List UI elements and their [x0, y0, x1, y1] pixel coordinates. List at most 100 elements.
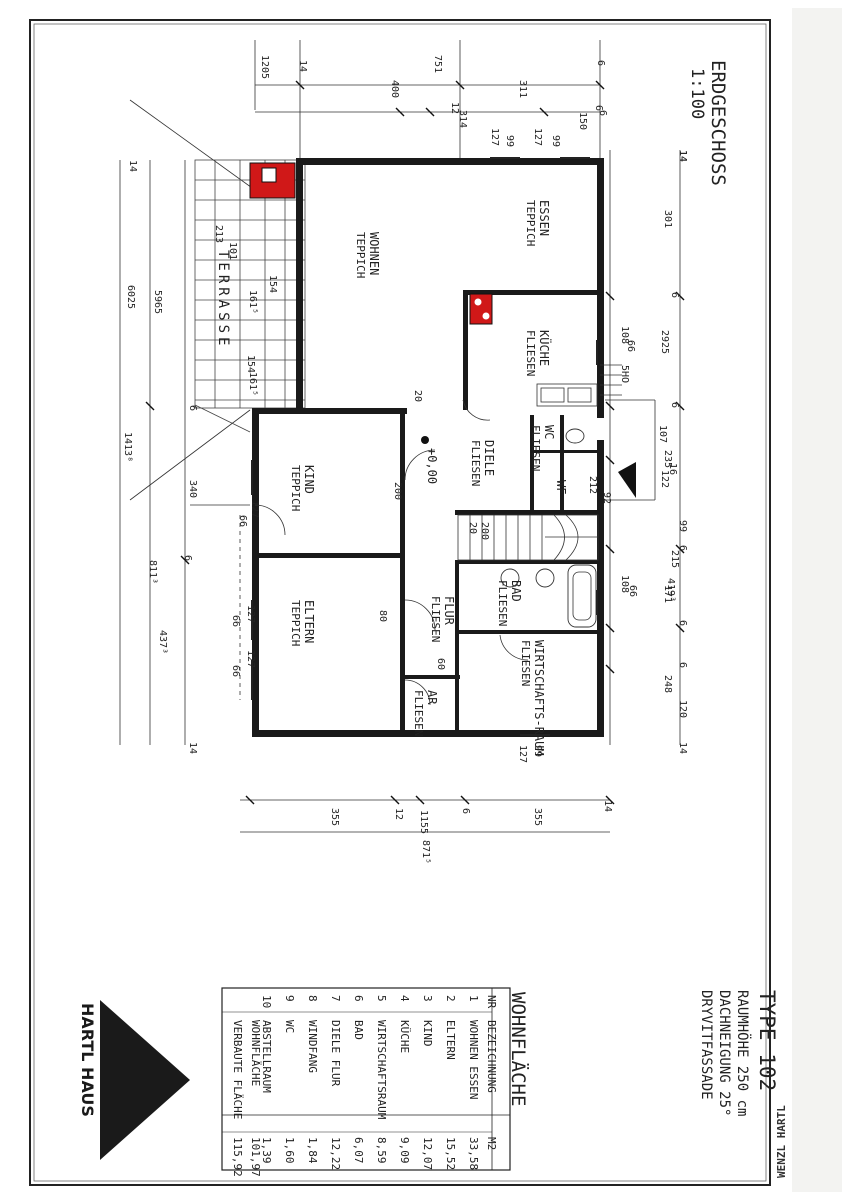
room-labels: ESSENTEPPICHWOHNENTEPPICHKÜCHEFLIESENDIE… [289, 200, 568, 756]
dimension-ticks [145, 80, 685, 805]
room-name-5: ELTERN [302, 600, 316, 643]
stove [469, 293, 493, 325]
dim-bottom-7: 127 [517, 745, 528, 763]
room-floor-9: FLIESEN [412, 690, 425, 736]
dim-left-4: 5965 [152, 290, 163, 314]
inner-frame [33, 23, 767, 1182]
legend-row-area: 1,60 [283, 1137, 296, 1164]
dim-top-13: 14 [677, 150, 688, 162]
legend-total-value: 101,97 [249, 1137, 262, 1177]
legend-row-name: WIRTSCHAFTSRAUM [375, 1020, 388, 1120]
dim-right-3: 2925 [659, 330, 670, 354]
dim-right-20: 14 [677, 742, 688, 754]
dim-right-21: 108 [619, 575, 630, 593]
dim-top-7: 6 [593, 105, 604, 111]
dim-bottom-4: 355 [532, 808, 543, 826]
legend-row-nr: 10 [260, 995, 273, 1008]
bathtub [567, 564, 597, 628]
legend-row-area: 6,07 [352, 1137, 365, 1164]
room-name-10: WC [542, 425, 556, 439]
room-floor-6: FLIESEN [429, 596, 442, 642]
legend-row-name: ELTERN [444, 1020, 457, 1060]
legend-type: TYPE 102 [755, 990, 779, 1091]
legend-built-label: VERBAUTE FLÄCHE [231, 1020, 244, 1119]
dim-left-8: 161⁵ [247, 372, 258, 396]
dim-right-15: 6 [677, 620, 688, 626]
dim-bottom-9: 212 [587, 476, 598, 494]
legend-row-name: DIELE FLUR [329, 1020, 342, 1087]
legend-total-label: WOHNFLÄCHE [249, 1020, 262, 1086]
dim-left-6: 161⁵ [247, 290, 258, 314]
legend-col-name: BEZEICHNUNG [485, 1020, 498, 1093]
dim-top-1: 1205 [259, 55, 270, 79]
dim-right-11: 99 [677, 520, 688, 532]
room-name-6: FLUR [442, 596, 456, 626]
dim-right-1: 301 [662, 210, 673, 228]
legend-row-area: 1,39 [260, 1137, 273, 1164]
bath-sink-2 [535, 568, 555, 588]
room-floor-10: FLIESEN [529, 425, 542, 471]
legend-row-name: WOHNEN ESSEN [467, 1020, 480, 1099]
dim-right-18: 6 [677, 662, 688, 668]
walls [252, 158, 604, 737]
legend-row-area: 8,59 [375, 1137, 388, 1164]
dim-left-9: 6 [187, 405, 198, 411]
legend-row-nr: 8 [306, 995, 319, 1002]
legend-row-area: 9,09 [398, 1137, 411, 1164]
legend-heading: WOHNFLÄCHE [507, 992, 530, 1106]
dim-left-3: 6025 [125, 285, 136, 309]
terrace-area [194, 159, 306, 433]
dim-left-21: 14 [187, 742, 198, 754]
dim-left-13: 66 [237, 515, 248, 527]
wc-toilet [565, 428, 585, 444]
room-name-7: BAD [509, 580, 523, 602]
plan-title: ERDGESCHOSS 1:100 [687, 60, 729, 186]
legend-row-nr: 5 [375, 995, 388, 1002]
dim-bottom-10: 92 [601, 492, 612, 504]
bath-sink-1 [500, 568, 520, 588]
dim-bottom-0: 355 [329, 808, 340, 826]
dim-right-17: 248 [662, 675, 673, 693]
brand-name: HARTL HAUS [78, 1003, 97, 1117]
legend-row-nr: 4 [398, 995, 411, 1002]
brand-triangle-icon [100, 1000, 190, 1160]
dim-bottom-8: 99 [532, 745, 543, 757]
dim-right-16: 419³ [665, 578, 676, 602]
dim-left-16: 437³ [157, 630, 168, 654]
dim-top-11: 127 [532, 128, 543, 146]
plan-scale: 1:100 [687, 68, 707, 119]
door-swings [254, 399, 529, 706]
legend-row-name: BAD [352, 1020, 365, 1040]
legend-row-area: 15,52 [444, 1137, 457, 1170]
room-floor-0: TEPPICH [524, 200, 537, 246]
legend-row-area: 33,58 [467, 1137, 480, 1170]
dim-top-8: 150 [577, 112, 588, 130]
door-mark-3: 20 [412, 390, 423, 402]
plan-title-text: ERDGESCHOSS [707, 60, 729, 186]
room-name-9: AR [425, 690, 439, 705]
room-name-2: KÜCHE [537, 330, 553, 366]
dim-right-2: 6 [669, 292, 680, 298]
legend-row-name: WINDFANG [306, 1020, 319, 1073]
room-name-11: WF [554, 480, 568, 494]
dim-top-10: 99 [504, 135, 515, 147]
legend-col-nr: NR [485, 995, 498, 1009]
dim-top-6: 314 [457, 110, 468, 128]
dim-left-0: 14 [127, 160, 138, 172]
legend-row-nr: 3 [421, 995, 434, 1002]
entrance-arrow [618, 462, 636, 498]
dim-bottom-5: 14 [602, 800, 613, 812]
legend-line-2: DACHNEIGUNG 25° [716, 990, 732, 1116]
dim-left-20: 66 [230, 665, 241, 677]
legend-built-value: 115,92 [231, 1137, 244, 1177]
dim-left-17: 127 [245, 605, 256, 623]
dim-bottom-3: 6 [460, 808, 471, 814]
dim-top-14: 6 [595, 60, 606, 66]
room-floor-5: TEPPICH [289, 600, 302, 646]
dim-right-7: 107 [657, 425, 668, 443]
legend-row-name: KÜCHE [398, 1020, 411, 1053]
legend-row-area: 1,84 [306, 1137, 319, 1164]
dim-left-5: 154 [267, 275, 278, 293]
